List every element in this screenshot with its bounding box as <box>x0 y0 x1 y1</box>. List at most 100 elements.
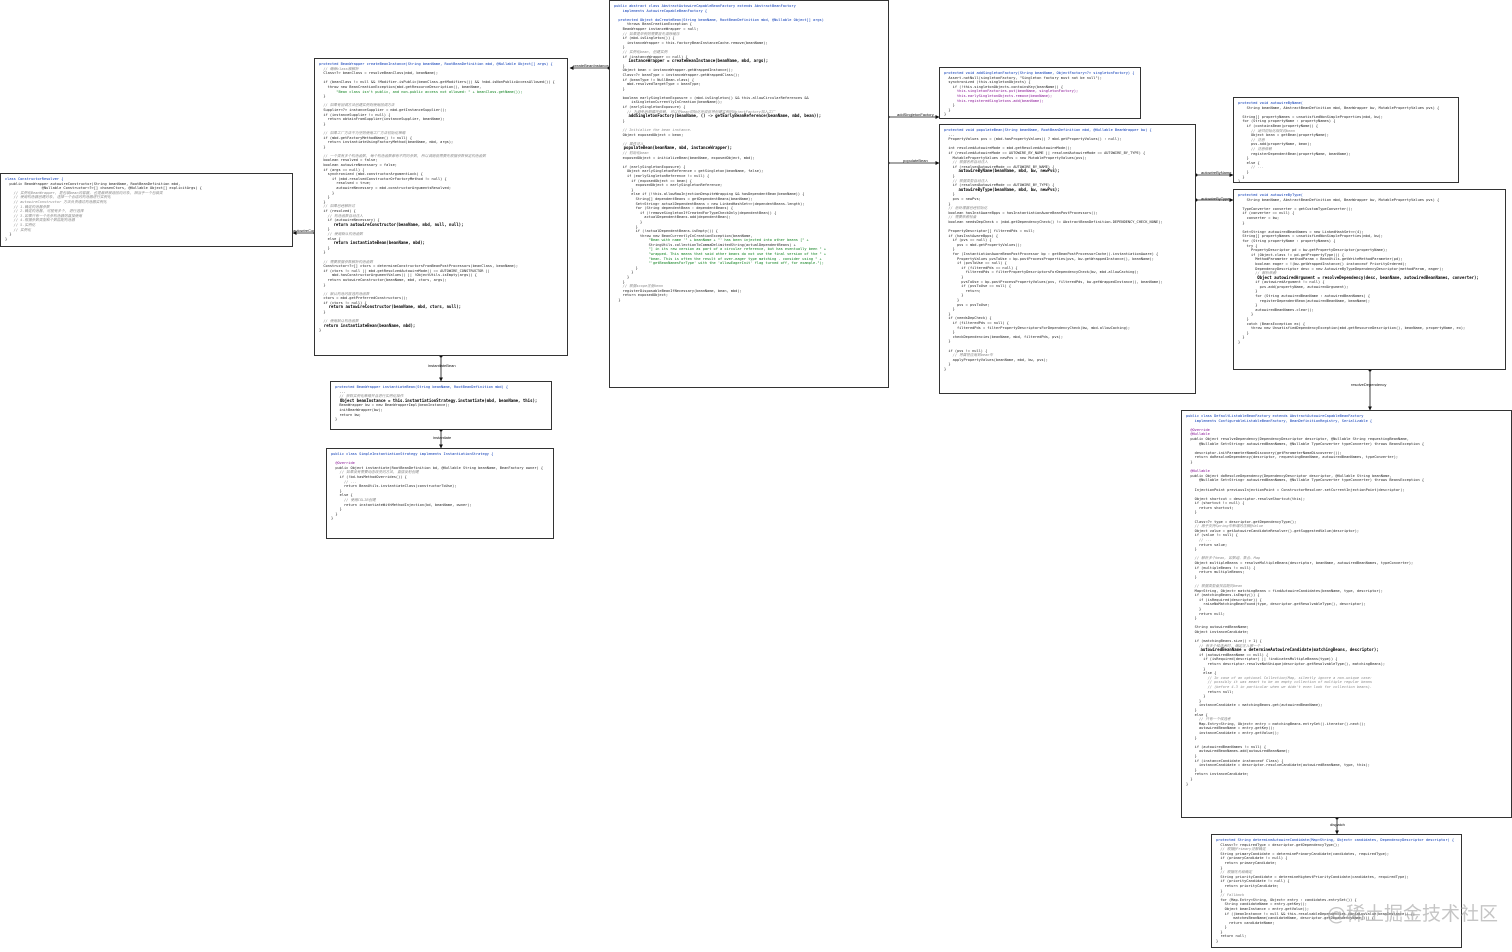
code-line: } <box>944 107 951 112</box>
code-line: // 根据优先级确定 <box>1216 870 1252 875</box>
code-line: if (filteredPds == null) { <box>944 265 1018 270</box>
code-line: // 为避免后期循环依赖, 可以在bean初始化完成前将创建实例的ObjectF… <box>614 109 776 114</box>
code-line: } <box>319 282 326 287</box>
code-line: } <box>1238 335 1245 340</box>
code-line: } <box>1186 510 1197 515</box>
code-line: } <box>319 121 326 126</box>
code-line: // 实例化BeanWrapper, 是包装bean的容器, 也是最终被返回的对… <box>5 190 163 195</box>
code-line: if (Object.class != pd.getPropertyType()… <box>1238 252 1345 257</box>
code-line: if (containsBean(propertyName)) { <box>1238 123 1319 128</box>
code-line: autowiredBeanName = determineAutowireCan… <box>1186 647 1379 653</box>
code-line: public class SimpleInstantiationStrategy… <box>331 452 494 456</box>
code-line: // 根据@Primary注解确定 <box>1216 847 1266 852</box>
code-line: throw new BeanCurrentlyInCreationExcepti… <box>614 233 753 238</box>
code-line: // 1.确定构造器参数 <box>5 204 50 209</box>
code-line: // 如果有回调方法创建实例则使用回调方法 <box>319 103 395 108</box>
code-line: initBeanWrapper(bw); <box>335 407 383 412</box>
code-line: ... <box>944 132 955 137</box>
code-line: Constructor<?>[] ctors = determineConstr… <box>319 264 519 269</box>
code-line: return bw; <box>335 412 361 417</box>
code-line: // 构造函数自动注入 <box>319 213 363 218</box>
code-line: if (isRequired(descriptor)) { <box>1186 597 1262 602</box>
code-line: // 3.如果只有一个无参构造器则直接使用 <box>5 213 82 218</box>
code-line: registerDisposableBeanIfNecessary(beanNa… <box>614 288 742 293</box>
code-line: } <box>1238 317 1249 322</box>
code-line: if (instanceWrapper == null) { <box>614 54 688 59</box>
code-line: } <box>944 339 951 344</box>
code-line: // 只有一个候选者 <box>1186 717 1231 722</box>
code-line: if (pvsToUse == null) { <box>944 261 1007 266</box>
code-box-instantiate-bean: protected BeanWrapper instantiateBean(St… <box>330 381 552 430</box>
code-line: } <box>944 103 955 108</box>
code-line: } <box>944 201 951 206</box>
code-line: } <box>614 224 638 229</box>
code-line: if (mbd.isSingleton()) { <box>614 36 675 41</box>
code-line: if (resolvedAutowireMode == AUTOWIRE_BY_… <box>944 164 1055 169</box>
code-line: } <box>319 250 326 255</box>
code-line: // (before 4.3 in particular when we did… <box>1186 685 1373 690</box>
code-line: // 使用构造器创建对象, 选择一个合适的构造器进行实例化 <box>5 195 111 200</box>
code-box-autowire-by-name: protected void autowireByName( String be… <box>1233 97 1459 183</box>
code-line: if (args == null) { <box>319 167 365 172</box>
code-line: } <box>1238 312 1254 317</box>
code-line: if (hasInstAwareBpps) { <box>944 233 999 238</box>
code-line: Object autowiredArgument = resolveDepend… <box>1238 274 1479 280</box>
code-line: if (multipleBeans != null) { <box>1186 565 1256 570</box>
code-line: exposedObject = initializeBean(beanName,… <box>614 155 755 160</box>
code-line: synchronized (this.singletonObjects) { <box>944 80 1031 85</box>
code-line: if (isRequired(descriptor) || !indicates… <box>1186 657 1338 662</box>
code-line: @Nullable Set<String> autowiredBeanNames… <box>1186 478 1424 483</box>
code-line: // 属性注入 <box>614 141 644 146</box>
code-line: protected String determineAutowireCandid… <box>1216 838 1454 842</box>
code-line: // 实例化bean, 创建实例 <box>614 49 668 54</box>
code-line: else { <box>331 493 353 498</box>
code-line: for (String propertyName : propertyNames… <box>1238 238 1336 243</box>
code-line: } <box>944 293 964 298</box>
code-line: boolean autowireNecessary = false; <box>319 163 397 168</box>
code-line: // 根据名称自动注入 <box>944 160 988 165</box>
code-line: @Nullable Set<String> autowiredBeanNames… <box>1186 441 1424 446</box>
code-line: filteredPds = filterPropertyDescriptorsF… <box>944 270 1139 275</box>
code-line: return obtainFromSupplier(instanceSuppli… <box>319 117 445 122</box>
code-line: String autowiredBeanName; <box>1186 625 1249 630</box>
code-line: public class DefaultListableBeanFactory … <box>1186 414 1364 418</box>
code-line: protected void populateBean(String beanN… <box>944 128 1152 132</box>
code-line: if (!this.singletonObjects.containsKey(b… <box>944 84 1063 89</box>
code-line: if (primaryCandidate != null) { <box>1216 856 1288 861</box>
code-line: // 后处理器已经初始化 <box>944 206 988 211</box>
code-line: ctors = mbd.getPreferredConstructors(); <box>319 296 408 301</box>
code-line: } <box>1186 767 1197 772</box>
code-line: // 2.确定构造器, 可能有多个, 进行选择 <box>5 209 84 214</box>
code-line: Class<?> type = descriptor.getDependency… <box>1186 519 1297 524</box>
code-line: for (String dependentBean : dependentBea… <box>614 206 733 211</box>
code-line: } <box>944 307 955 312</box>
code-line: Object exposedObject = bean; <box>614 132 684 137</box>
code-line: } <box>944 192 955 197</box>
code-line: } <box>944 330 955 335</box>
code-line: filteredPds = filterPropertyDescriptorsF… <box>944 325 1131 330</box>
code-line: public BeanWrapper autowireConstructor(S… <box>5 181 181 186</box>
code-line: return instantiateUsingFactoryMethod(bea… <box>319 140 454 145</box>
code-line: } <box>335 417 338 422</box>
code-line: Object beanInstance = this.instantiation… <box>335 397 538 403</box>
edge-label-instantiate: instantiate <box>433 435 452 440</box>
code-box-resolve-dependency: public class DefaultListableBeanFactory … <box>1181 410 1512 818</box>
code-line: } <box>1238 220 1245 225</box>
code-line: if (!removeSingletonIfCreatedForTypeChec… <box>614 210 777 215</box>
code-line: return BeanUtils.instantiateClass(constr… <box>331 484 457 489</box>
edge-label-addSingletonFactory: addSingletonFactory <box>897 112 934 117</box>
code-line: pvs = pvsToUse; <box>944 302 990 307</box>
code-line: // 根据scope注册bean <box>614 284 663 289</box>
code-line: "Bean with name '" + beanName + "' has b… <box>614 238 809 243</box>
code-line: Object value = getAutowireCandidateResol… <box>1186 528 1360 533</box>
code-line: raiseNoMatchingBeanFound(type, descripto… <box>1186 602 1366 607</box>
code-line: else { <box>1238 160 1260 165</box>
code-line: } <box>1186 753 1197 758</box>
code-line: converter = bw; <box>1238 215 1280 220</box>
edge-label-autowireByType: autowireByType <box>1201 196 1230 201</box>
code-line: throws BeanCreationException { <box>614 22 692 27</box>
code-line: if (pvs != null) { <box>944 348 988 353</box>
code-line: // 实例化 <box>5 227 31 232</box>
code-line: String[] dependentBeans = getDependentBe… <box>614 196 753 201</box>
code-line: pvs.add(propertyName, autowiredArgument)… <box>1238 284 1349 289</box>
